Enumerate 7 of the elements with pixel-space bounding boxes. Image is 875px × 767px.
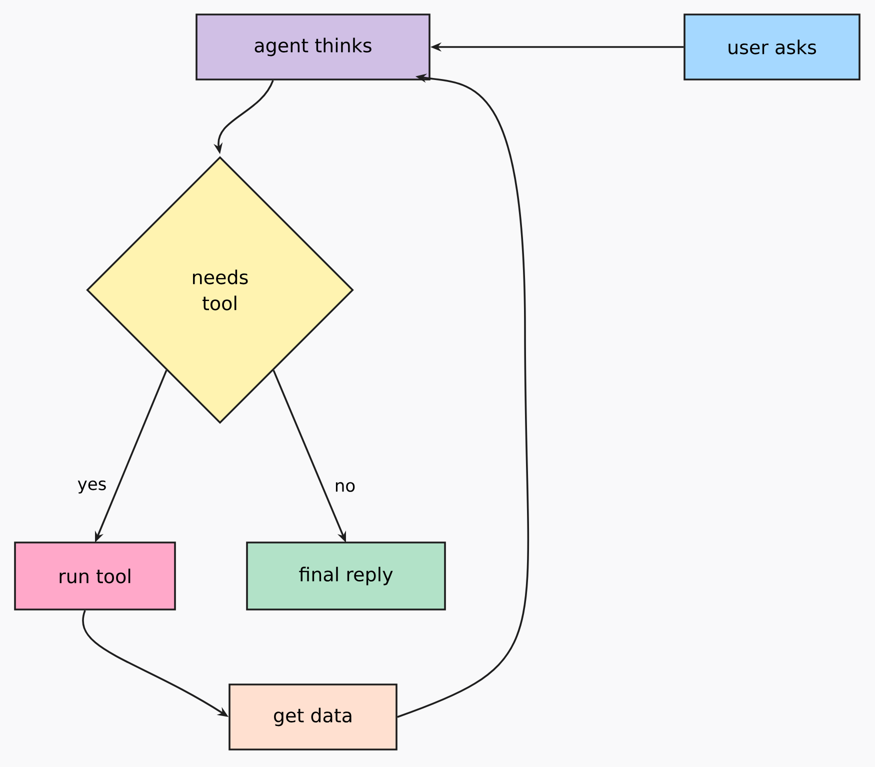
process-box: final reply: [246, 542, 446, 610]
process-box: run tool: [14, 542, 176, 610]
edge-label: no: [332, 480, 358, 494]
edge-label: yes: [75, 478, 109, 496]
process-box: get data: [228, 684, 398, 750]
process-box: user asks: [684, 14, 860, 80]
process-box: agent thinks: [196, 14, 430, 80]
